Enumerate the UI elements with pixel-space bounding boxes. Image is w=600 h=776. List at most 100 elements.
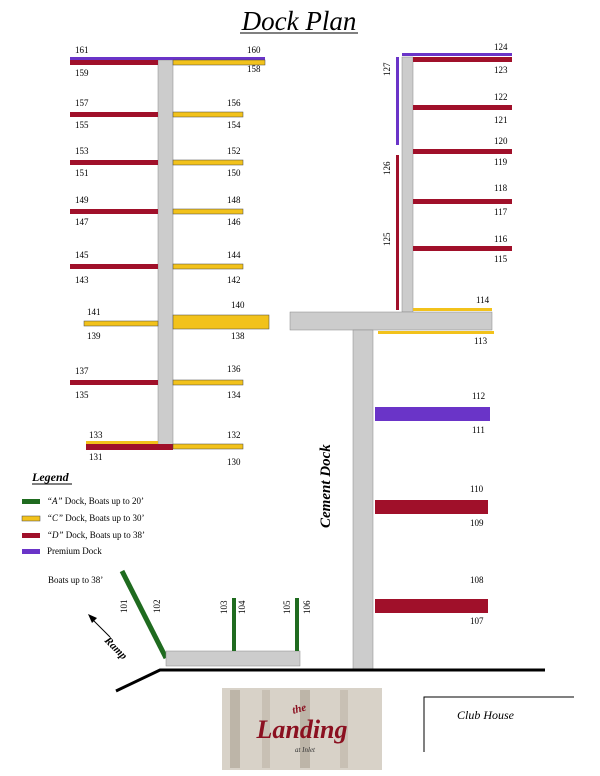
slip-label-114: 114 <box>476 295 490 305</box>
ramp-walkway <box>165 650 301 667</box>
slip-132[interactable] <box>172 443 244 450</box>
left-dock-walkway <box>157 59 174 446</box>
slip-label-153: 153 <box>75 146 89 156</box>
slip-label-154: 154 <box>227 120 241 130</box>
slip-label-158: 158 <box>247 64 261 74</box>
cement-dock <box>352 329 374 671</box>
slip-108[interactable] <box>375 599 488 613</box>
slip-157[interactable] <box>70 112 158 117</box>
legend-item-c-text: Dock, Boats up to 30’ <box>63 513 145 523</box>
slip-label-108: 108 <box>470 575 484 585</box>
legend-item-d-text: Dock, Boats up to 38’ <box>64 530 146 540</box>
slip-label-136: 136 <box>227 364 241 374</box>
slip-145[interactable] <box>70 264 158 269</box>
slip-144[interactable] <box>172 263 244 270</box>
slip-label-112: 112 <box>472 391 485 401</box>
ramp-label: Ramp <box>101 634 130 663</box>
slip-label-132: 132 <box>227 430 241 440</box>
logo-line2: Landing <box>255 715 347 744</box>
slip-149[interactable] <box>70 209 158 214</box>
slip-label-159: 159 <box>75 68 89 78</box>
legend-item-premium: Premium Dock <box>47 546 102 556</box>
slip-125-126[interactable] <box>396 155 399 310</box>
slip-label-111: 111 <box>472 425 485 435</box>
logo-line1: the <box>291 701 308 716</box>
slip-103-104[interactable] <box>232 598 236 651</box>
slip-112-premium[interactable] <box>375 407 490 421</box>
slip-127-premium[interactable] <box>396 57 399 145</box>
slip-161-premium[interactable] <box>70 57 265 60</box>
slip-114[interactable] <box>413 308 492 311</box>
slip-113[interactable] <box>378 331 494 334</box>
slip-label-127: 127 <box>382 62 392 76</box>
cement-platform <box>289 311 493 331</box>
shoreline <box>115 668 545 693</box>
slip-label-119: 119 <box>494 157 508 167</box>
slip-label-126: 126 <box>382 161 392 175</box>
slip-120[interactable] <box>413 149 512 154</box>
legend-swatch-c <box>21 515 41 522</box>
slip-110[interactable] <box>375 500 488 514</box>
slip-141[interactable] <box>83 320 159 327</box>
slip-label-140: 140 <box>231 300 245 310</box>
slip-label-160: 160 <box>247 45 261 55</box>
club-house-outline <box>423 696 574 752</box>
legend-item-a: “A” Dock, Boats up to 20’ <box>47 496 144 506</box>
slip-148[interactable] <box>172 208 244 215</box>
legend-item-c-prefix: “C” <box>47 513 63 523</box>
slip-122[interactable] <box>413 105 512 110</box>
legend-item-d: “D” Dock, Boats up to 38’ <box>47 530 145 540</box>
slip-136[interactable] <box>172 379 244 386</box>
legend-swatch-a <box>22 499 40 504</box>
logo-line3: at Inlet <box>295 746 316 754</box>
slip-label-123: 123 <box>494 65 508 75</box>
legend-swatch-d <box>22 533 40 538</box>
slip-140[interactable] <box>172 314 270 330</box>
slip-label-147: 147 <box>75 217 89 227</box>
slip-label-157: 157 <box>75 98 89 108</box>
slip-105-106[interactable] <box>295 598 299 651</box>
slip-label-113: 113 <box>474 336 488 346</box>
slip-137[interactable] <box>70 380 158 385</box>
slip-131[interactable] <box>86 444 173 450</box>
legend-title: Legend <box>31 470 70 484</box>
slip-124[interactable] <box>413 57 512 62</box>
slip-152[interactable] <box>172 159 244 166</box>
legend-item-a-prefix: “A” <box>47 496 63 506</box>
legend-swatch-premium <box>22 549 40 554</box>
slip-label-146: 146 <box>227 217 241 227</box>
slip-label-102: 102 <box>152 600 162 614</box>
slip-label-150: 150 <box>227 168 241 178</box>
cement-dock-label: Cement Dock <box>318 444 334 528</box>
slip-label-152: 152 <box>227 146 241 156</box>
slip-label-116: 116 <box>494 234 508 244</box>
legend-item-c: “C” Dock, Boats up to 30’ <box>47 513 145 523</box>
slip-label-143: 143 <box>75 275 89 285</box>
slip-label-117: 117 <box>494 207 508 217</box>
slip-label-101: 101 <box>119 600 129 614</box>
slip-label-131: 131 <box>89 452 103 462</box>
slip-label-156: 156 <box>227 98 241 108</box>
club-house-label: Club House <box>457 708 515 722</box>
slip-159[interactable] <box>70 60 158 65</box>
slip-label-137: 137 <box>75 366 89 376</box>
right-dock-walkway <box>401 56 414 313</box>
slip-101-102[interactable] <box>119 569 169 660</box>
slip-133[interactable] <box>86 441 158 444</box>
slip-label-144: 144 <box>227 250 241 260</box>
slip-124-premium[interactable] <box>402 53 512 56</box>
slip-label-105: 105 <box>282 600 292 614</box>
ramp-arrow-head <box>88 614 97 623</box>
slip-118[interactable] <box>413 199 512 204</box>
slip-158[interactable] <box>172 59 266 66</box>
logo-plank <box>230 690 240 768</box>
legend-item-d-prefix: “D” <box>47 530 64 540</box>
slip-label-141: 141 <box>87 307 101 317</box>
slip-156[interactable] <box>172 111 244 118</box>
slip-label-109: 109 <box>470 518 484 528</box>
slip-153[interactable] <box>70 160 158 165</box>
slip-116[interactable] <box>413 246 512 251</box>
slip-label-149: 149 <box>75 195 89 205</box>
slip-label-103: 103 <box>219 600 229 614</box>
